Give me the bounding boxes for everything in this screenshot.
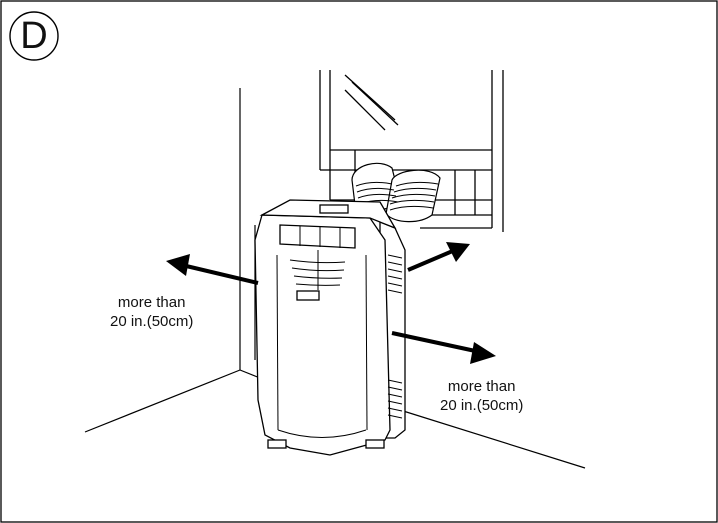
- arrow-icon: [166, 242, 496, 364]
- portable-air-conditioner-icon: [254, 199, 406, 456]
- section-badge-circle: [9, 11, 59, 61]
- clearance-right-line2: 20 in.(50cm): [440, 397, 524, 414]
- arrow-left: [166, 254, 259, 285]
- hose-icon: [351, 162, 441, 223]
- arrow-right-bottom: [391, 331, 496, 364]
- clearance-right-line1: more than: [447, 378, 516, 395]
- section-badge: D: [20, 14, 48, 57]
- clearance-label-right: more than 20 in.(50cm): [440, 377, 523, 415]
- clearance-left-line2: 20 in.(50cm): [110, 313, 194, 330]
- clearance-label-left: more than 20 in.(50cm): [110, 293, 193, 331]
- clearance-left-line1: more than: [117, 294, 186, 311]
- arrow-right-top: [407, 242, 470, 272]
